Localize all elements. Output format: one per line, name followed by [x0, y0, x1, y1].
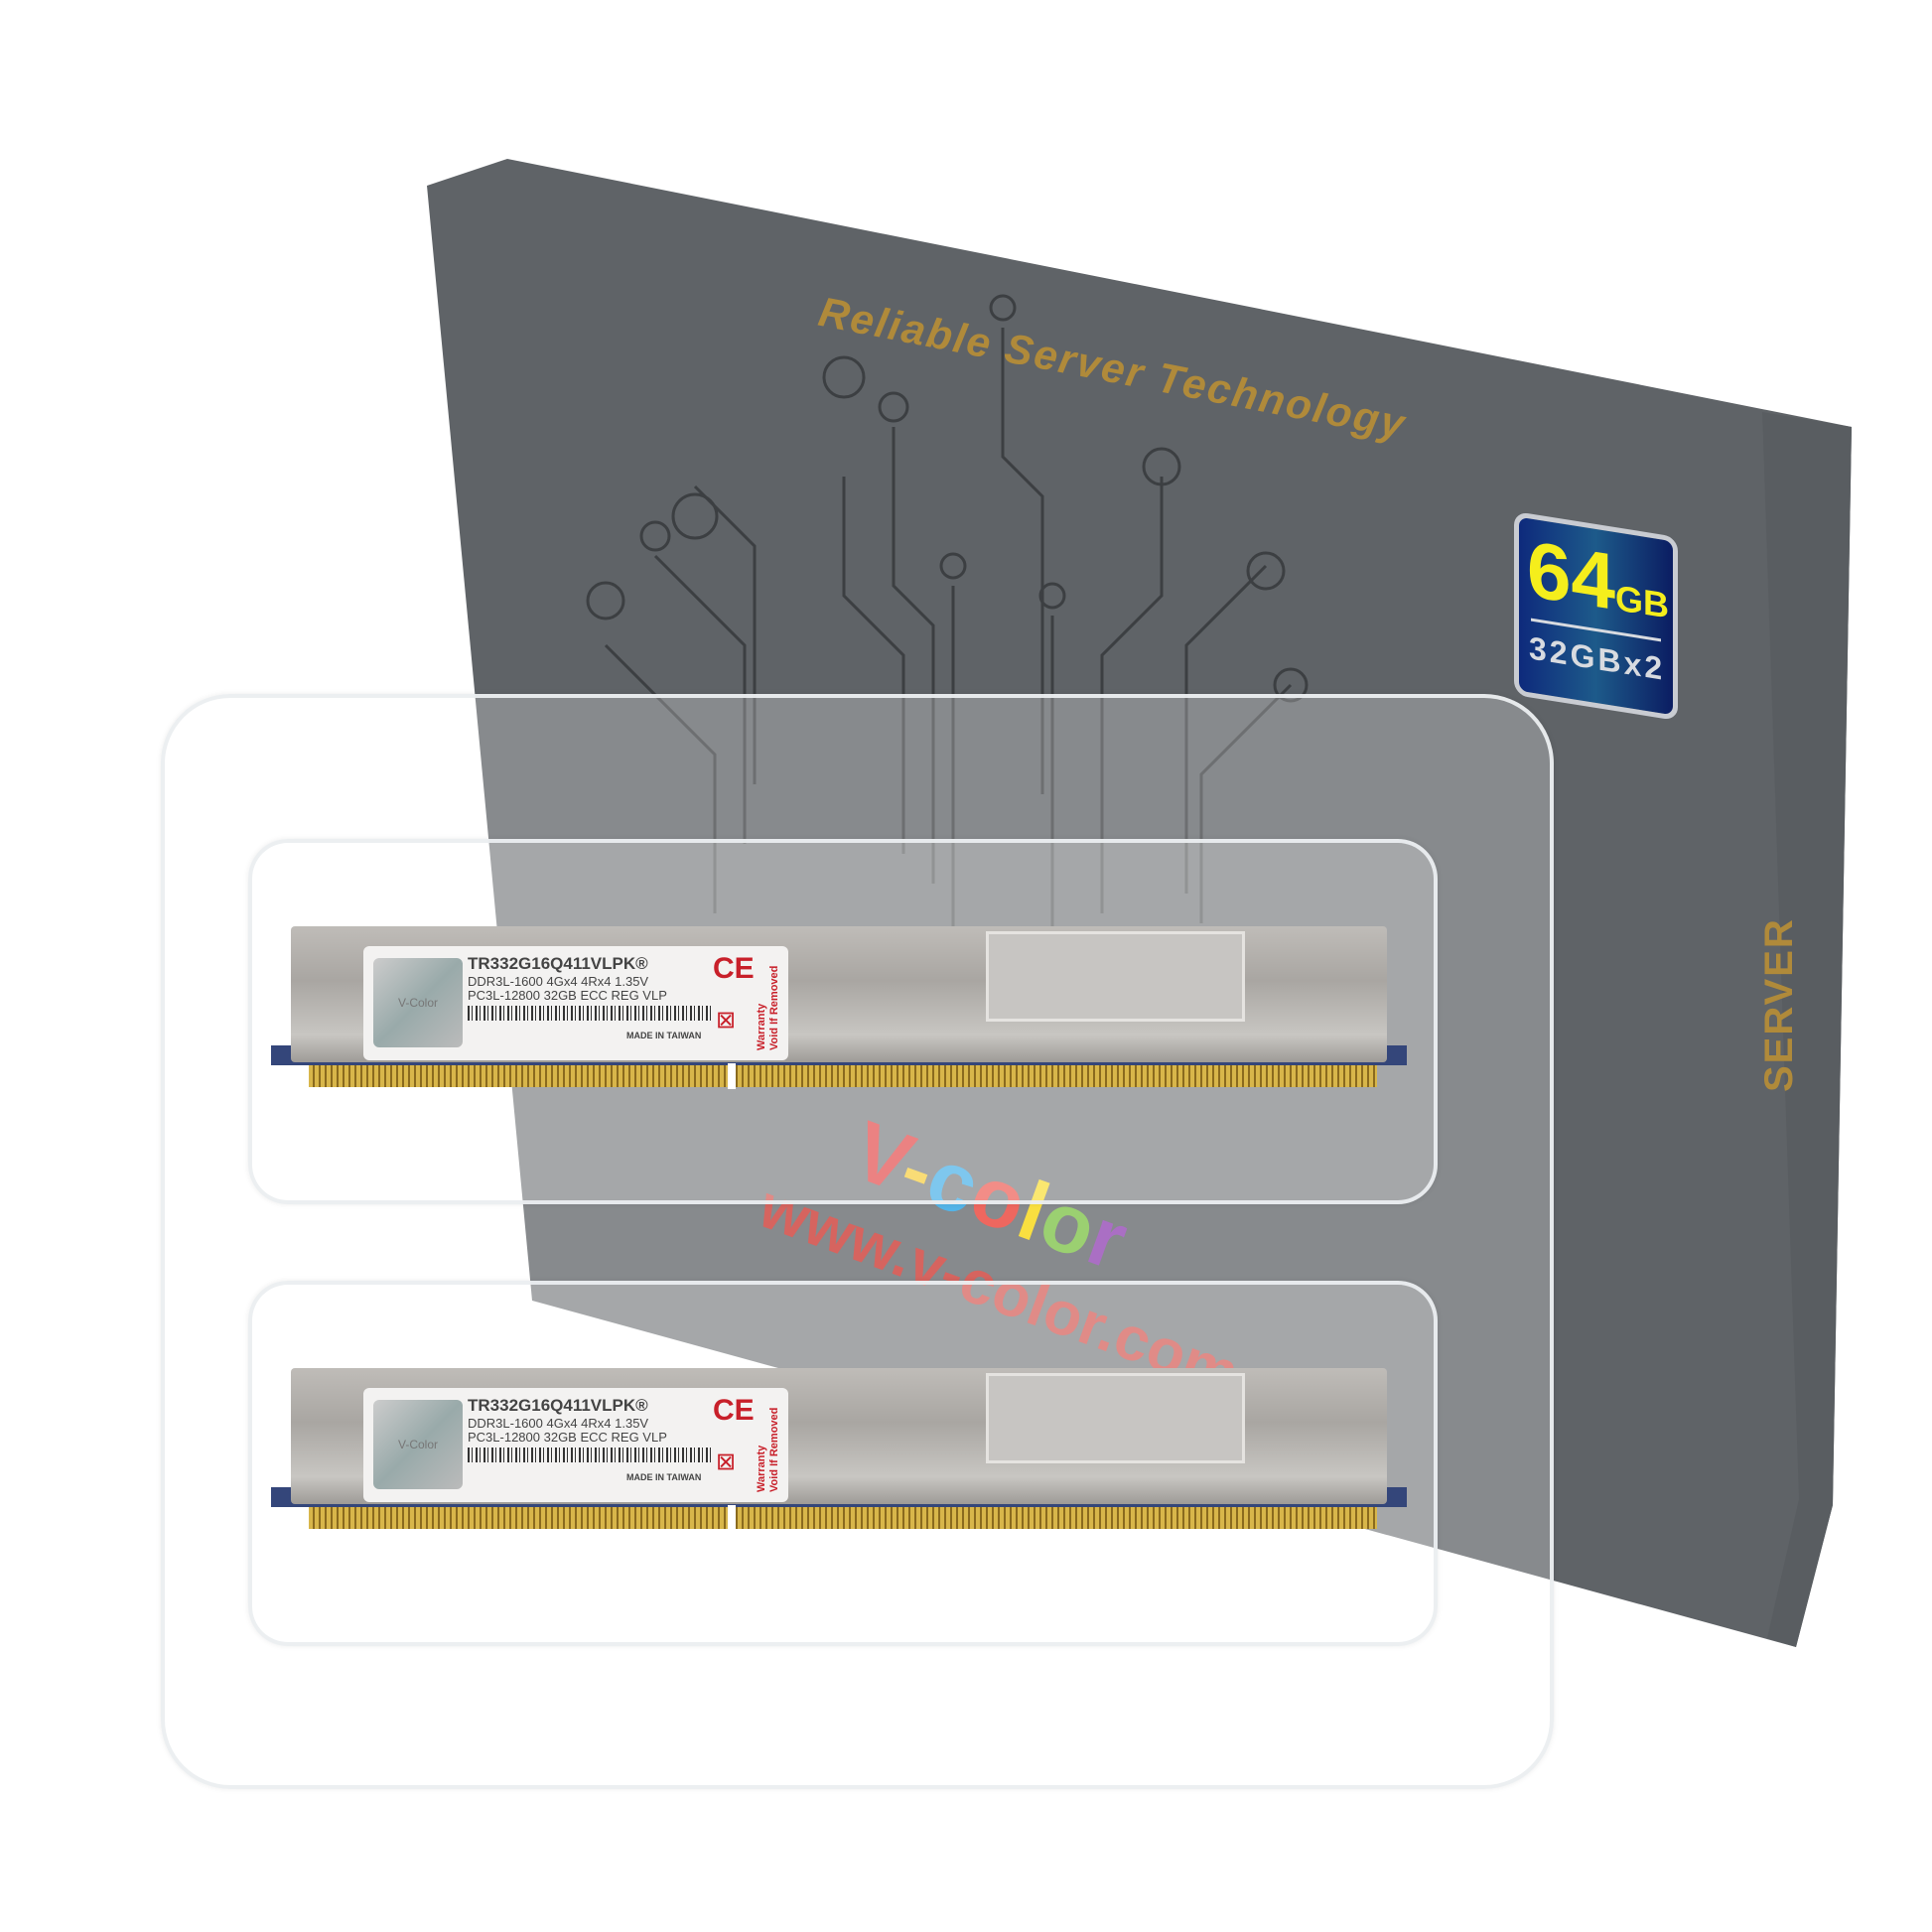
gold-contacts [309, 1507, 1377, 1529]
capacity-badge: 64GB 32GBx2 [1514, 510, 1678, 722]
warranty-line: Void If Removed [768, 1407, 780, 1492]
warranty-line: Void If Removed [768, 965, 780, 1050]
part-number: TR332G16Q411VLPK® [468, 1396, 648, 1415]
barcode [468, 1006, 711, 1021]
module-label: V-Color TR332G16Q411VLPK® DDR3L-1600 4Gx… [363, 946, 788, 1060]
warranty-line: Warranty [756, 1003, 767, 1050]
part-number: TR332G16Q411VLPK® [468, 954, 648, 973]
circuit-pattern [586, 294, 1309, 963]
weee-bin-icon: ⊠ [716, 1007, 737, 1034]
spec-line-1: DDR3L-1600 4Gx4 4Rx4 1.35V [468, 974, 649, 989]
key-notch [728, 1063, 736, 1089]
weee-bin-icon: ⊠ [716, 1449, 737, 1475]
capacity-value: 64 [1527, 523, 1615, 627]
warranty-line: Warranty [756, 1445, 767, 1492]
blister-tray [161, 694, 1554, 1789]
hologram-sticker: V-Color [373, 958, 463, 1047]
spec-line-2: PC3L-12800 32GB ECC REG VLP [468, 988, 667, 1003]
spreader-clip [986, 1373, 1245, 1463]
ram-module-1: V-Color TR332G16Q411VLPK® DDR3L-1600 4Gx… [271, 926, 1407, 1100]
key-notch [728, 1505, 736, 1531]
box-front [427, 159, 1852, 1647]
origin-text: MADE IN TAIWAN [626, 1031, 702, 1040]
spec-line-2: PC3L-12800 32GB ECC REG VLP [468, 1430, 667, 1445]
box-spine [1762, 412, 1852, 1647]
spec-line-1: DDR3L-1600 4Gx4 4Rx4 1.35V [468, 1416, 649, 1431]
barcode [468, 1448, 711, 1462]
box-side-label: SERVER [1757, 917, 1801, 1092]
spreader-clip [986, 931, 1245, 1022]
origin-text: MADE IN TAIWAN [626, 1472, 702, 1482]
ce-mark: CE [713, 952, 755, 985]
gold-contacts [309, 1065, 1377, 1087]
hologram-sticker: V-Color [373, 1400, 463, 1489]
ram-module-2: V-Color TR332G16Q411VLPK® DDR3L-1600 4Gx… [271, 1368, 1407, 1542]
module-label: V-Color TR332G16Q411VLPK® DDR3L-1600 4Gx… [363, 1388, 788, 1502]
ce-mark: CE [713, 1394, 755, 1427]
capacity-unit: GB [1614, 577, 1669, 626]
